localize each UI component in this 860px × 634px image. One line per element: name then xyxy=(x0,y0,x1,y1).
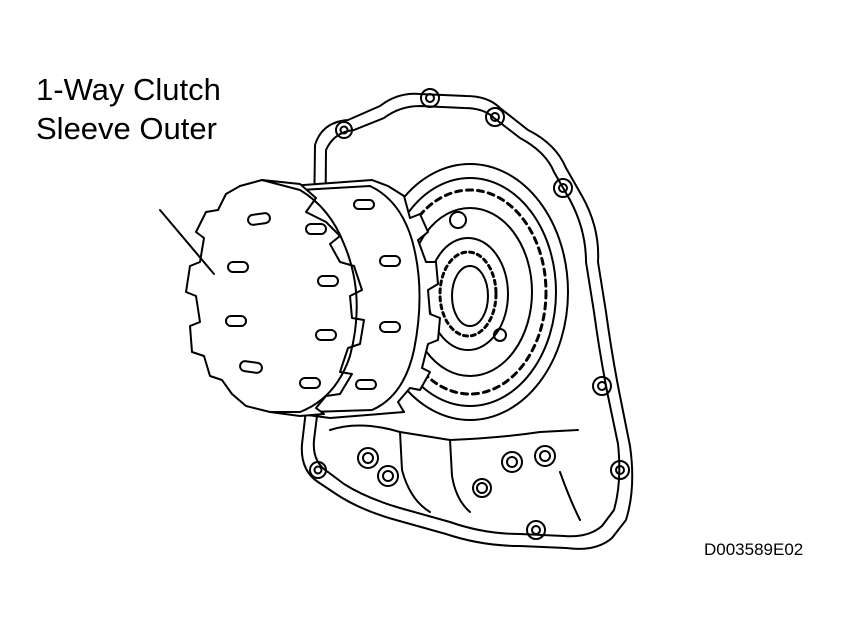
callout-leader xyxy=(159,209,215,275)
part-callout-line-2: Sleeve Outer xyxy=(36,111,217,146)
part-callout-line-1: 1-Way Clutch xyxy=(36,72,221,107)
transmission-case xyxy=(300,88,634,550)
figure-code: D003589E02 xyxy=(704,540,804,559)
sleeve-outer-front-ring xyxy=(185,179,401,417)
part-callout: 1-Way Clutch Sleeve Outer xyxy=(36,70,221,148)
